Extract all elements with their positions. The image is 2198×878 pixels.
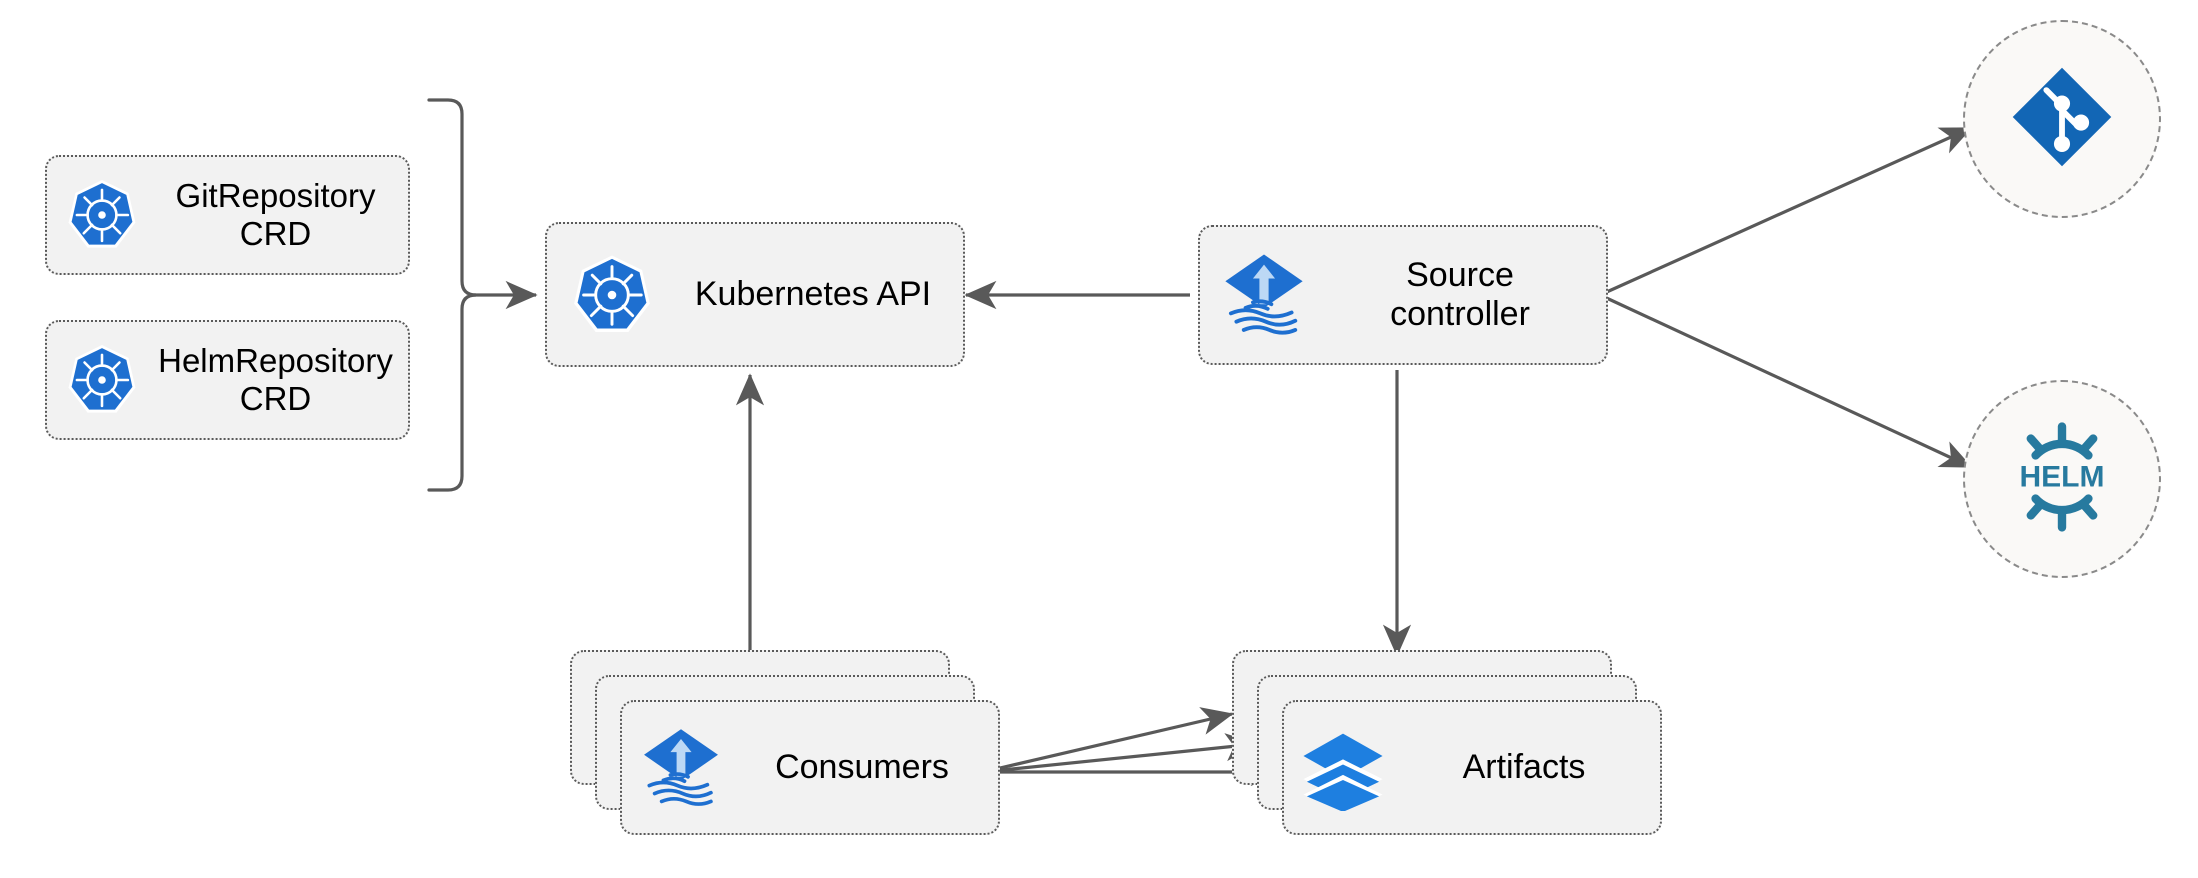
- node-helm[interactable]: HELM: [1963, 380, 2161, 578]
- flux-icon: [1200, 249, 1328, 341]
- node-label: Kubernetes API: [694, 274, 932, 313]
- node-label: GitRepository CRD: [175, 176, 376, 252]
- kubernetes-icon: [47, 177, 157, 253]
- node-label: Artifacts: [1462, 747, 1586, 786]
- edge-source-to-git: [1599, 126, 1973, 297]
- edge-consumers-to-artifacts-2: [982, 733, 1258, 774]
- kubernetes-icon: [547, 252, 677, 338]
- node-label: Consumers: [775, 747, 949, 786]
- node-git-repository-crd[interactable]: GitRepository CRD: [45, 155, 410, 275]
- node-helm-repository-crd[interactable]: HelmRepository CRD: [45, 320, 410, 440]
- node-label: HelmRepository CRD: [158, 341, 393, 417]
- node-consumers[interactable]: Consumers: [620, 700, 1000, 835]
- edge-source-to-helm: [1599, 293, 1973, 469]
- node-kubernetes-api[interactable]: Kubernetes API: [545, 222, 965, 367]
- node-source-controller[interactable]: Source controller: [1198, 225, 1608, 365]
- helm-label: HELM: [2020, 460, 2105, 493]
- flux-icon: [622, 724, 740, 812]
- crd-group-bracket: [427, 98, 477, 492]
- git-icon: [2006, 61, 2118, 178]
- node-label: Source controller: [1390, 255, 1530, 333]
- edge-consumers-to-artifacts-1: [982, 707, 1234, 774]
- kubernetes-icon: [47, 342, 157, 418]
- helm-icon: HELM: [2002, 417, 2122, 542]
- layers-icon: [1284, 725, 1402, 811]
- node-artifacts[interactable]: Artifacts: [1282, 700, 1662, 835]
- node-git[interactable]: [1963, 20, 2161, 218]
